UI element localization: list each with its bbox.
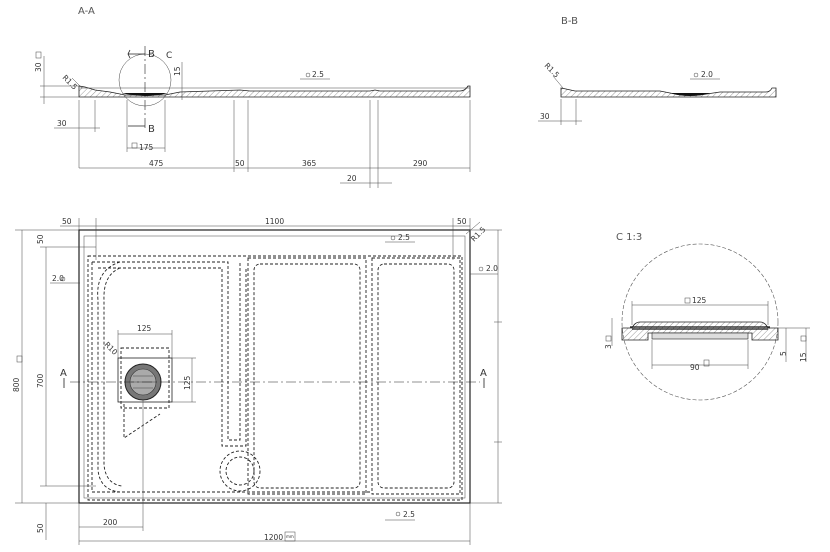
title-section-bb: B-B <box>561 16 578 27</box>
dim-plan-left-50-top: 50 <box>36 234 45 244</box>
dim-aa-drain-175: 175 <box>139 143 154 152</box>
section-a-right-label: A <box>480 368 487 379</box>
section-bb-view: R1.5 2.0 30 <box>538 61 777 125</box>
plan-overflow <box>219 450 261 492</box>
dim-c-125: 125 <box>692 296 707 305</box>
dim-plan-125-top: 125 <box>137 324 152 333</box>
section-b-top-label: B <box>148 49 155 60</box>
dim-plan-800: 800 <box>12 377 21 392</box>
title-section-aa: A-A <box>78 6 95 17</box>
dim-c-15: 15 <box>799 352 808 362</box>
section-aa-drain <box>122 93 168 96</box>
section-aa-view: B B C 30 R1.5 15 2.5 30 175 <box>34 46 471 188</box>
dim-aa-475: 475 <box>149 159 164 168</box>
dim-bb-r15: R1.5 <box>543 61 562 80</box>
plan-zone-left <box>91 261 370 493</box>
plan-outer-edge <box>78 229 471 504</box>
plan-drain-box <box>120 347 170 409</box>
dim-aa-50: 50 <box>235 159 245 168</box>
dim-aa-20: 20 <box>347 174 357 183</box>
section-bb-profile <box>560 87 777 98</box>
section-b-bottom-label: B <box>148 124 155 135</box>
dim-plan-top-50-right: 50 <box>457 217 467 226</box>
dim-aa-slope: 2.5 <box>312 70 324 79</box>
dim-plan-r15: R1.5 <box>469 225 488 244</box>
dim-plan-125-side: 125 <box>183 375 192 390</box>
dim-plan-r10: R10 <box>103 340 120 357</box>
dim-aa-290: 290 <box>413 159 428 168</box>
dim-plan-slope-bottom: 2.5 <box>403 510 415 519</box>
svg-text:mm: mm <box>286 534 294 539</box>
dim-plan-left-50-bottom: 50 <box>36 523 45 533</box>
dim-plan-200: 200 <box>103 518 118 527</box>
section-a-left-label: A <box>60 368 67 379</box>
dim-plan-top-50-left: 50 <box>62 217 72 226</box>
detail-c-mark-circle <box>118 53 172 107</box>
dim-aa-30-horizontal: 30 <box>57 119 67 128</box>
plan-zone-middle <box>247 257 367 495</box>
dim-c-5: 5 <box>779 351 788 356</box>
dim-plan-slope-left: 2.0 <box>52 274 64 283</box>
plan-view: A A 50 1100 50 2.5 R1.5 800 700 50 50 2.… <box>12 217 502 545</box>
detail-c-mark-label: C <box>166 51 172 61</box>
dim-bb-30: 30 <box>540 112 550 121</box>
unit-box <box>284 531 296 542</box>
dim-aa-15: 15 <box>173 66 182 76</box>
plan-zone-right <box>371 257 461 495</box>
dim-c-3: 3 <box>604 344 613 349</box>
dim-plan-slope-right: 2.0 <box>486 264 498 273</box>
dim-plan-1200: 1200 <box>264 533 283 542</box>
dim-plan-slope-top: 2.5 <box>398 233 410 242</box>
dim-aa-365: 365 <box>302 159 317 168</box>
dim-aa-30-vertical: 30 <box>34 62 43 72</box>
dim-plan-top-1100: 1100 <box>265 217 284 226</box>
dim-bb-slope: 2.0 <box>701 70 713 79</box>
dim-c-90: 90 <box>690 363 700 372</box>
title-detail-c: C 1:3 <box>616 232 642 243</box>
dim-plan-700: 700 <box>36 373 45 388</box>
detail-c-boundary <box>621 243 779 401</box>
detail-c-view: 125 90 3 5 15 <box>604 243 810 401</box>
